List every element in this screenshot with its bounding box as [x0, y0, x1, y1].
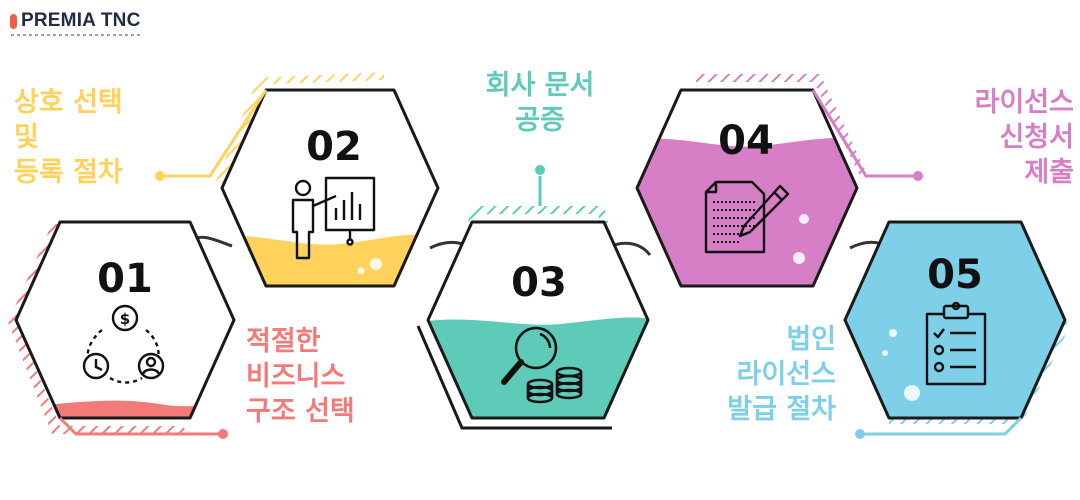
step-label-04: 라이선스 신청서 제출	[880, 85, 1074, 190]
step-label-01-line-3: 구조 선택	[246, 396, 355, 427]
hatch-band-step2	[214, 72, 384, 186]
step-label-04-line-3: 제출	[1024, 157, 1074, 188]
step-label-02-line-1: 상호 선택	[14, 87, 123, 118]
step-hexagon-02	[220, 88, 440, 288]
liquid-fill-step3	[428, 317, 648, 418]
step-number-02: 02	[306, 124, 362, 170]
step-label-01-line-2: 비즈니스	[246, 361, 346, 392]
leader-step2	[162, 89, 268, 178]
leader-step5	[862, 416, 1023, 436]
leader-step4	[811, 89, 916, 178]
step-label-05: 법인 라이선스 발급 절차	[640, 322, 836, 427]
step-label-05-line-3: 발급 절차	[727, 394, 836, 425]
brand-name: PREMIA TNC	[21, 10, 141, 31]
money-cycle-icon: $	[82, 304, 165, 384]
step-hexagon-03	[416, 220, 650, 430]
hatch-band-step3	[462, 206, 614, 246]
step-hexagon-05	[843, 220, 1067, 420]
step-label-05-line-2: 라이선스	[736, 359, 836, 390]
step-number-03: 03	[511, 260, 567, 306]
step-label-04-line-1: 라이선스	[974, 87, 1074, 118]
magnifier-coins-icon	[501, 326, 583, 404]
step-label-02-line-3: 등록 절차	[14, 157, 123, 188]
presentation-icon	[291, 176, 376, 260]
step-number-05: 05	[927, 252, 983, 298]
step-label-04-line-2: 신청서	[999, 122, 1074, 153]
step-label-02: 상호 선택 및 등록 절차	[14, 85, 123, 190]
step-number-04: 04	[718, 118, 774, 164]
leader-step1	[58, 416, 222, 436]
step-label-03-line-2: 공증	[515, 105, 565, 136]
step-label-01: 적절한 비즈니스 구조 선택	[246, 324, 355, 429]
step-label-03-line-1: 회사 문서	[485, 70, 595, 101]
step-number-01: 01	[97, 256, 153, 302]
logo-tagline-line	[11, 34, 143, 36]
step-label-05-line-1: 법인	[786, 324, 836, 355]
step-label-02-line-2: 및	[14, 122, 39, 153]
clipboard-checklist-icon	[925, 301, 987, 386]
document-pen-icon	[704, 180, 790, 254]
liquid-fill-step1	[16, 400, 234, 418]
step-label-01-line-1: 적절한	[246, 326, 321, 357]
leader-lines	[58, 89, 1023, 439]
liquid-fill-step2	[222, 234, 438, 286]
logo-mark	[10, 14, 17, 29]
svg-text:$: $	[120, 310, 130, 328]
hatch-band-step4	[696, 74, 868, 176]
step-label-03: 회사 문서 공증	[440, 68, 640, 138]
